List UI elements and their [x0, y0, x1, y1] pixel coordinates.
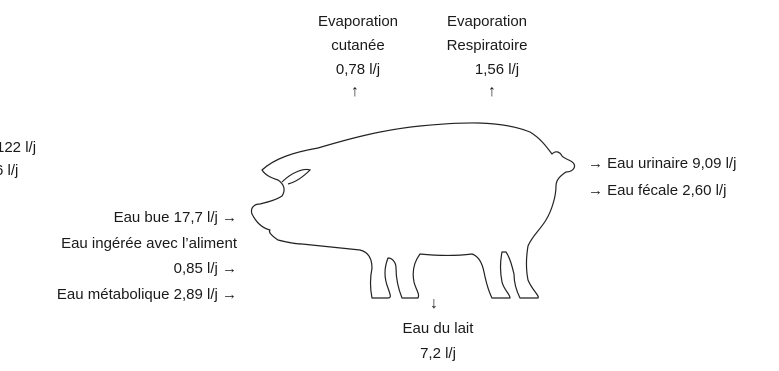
input-ingeree-line1: Eau ingérée avec l’aliment: [61, 235, 237, 252]
up-arrow-icon: ↑: [488, 83, 496, 100]
pig-ear-path: [281, 168, 312, 185]
lait-value: 7,2 l/j: [420, 345, 456, 362]
output-urinaire: → Eau urinaire 9,09 l/j: [588, 153, 736, 175]
input-ingeree-line2: 0,85 l/j →: [174, 258, 237, 280]
right-arrow-icon: →: [588, 155, 603, 172]
fecale-label: Eau fécale 2,60 l/j: [607, 182, 727, 199]
metabolique-label: Eau métabolique 2,89 l/j: [56, 286, 218, 303]
right-arrow-icon: →: [222, 286, 237, 303]
input-metabolique: Eau métabolique 2,89 l/j →: [57, 284, 237, 306]
left-cut-line2: 6 l/j: [0, 162, 19, 179]
output-fecale: → Eau fécale 2,60 l/j: [588, 180, 726, 202]
right-arrow-icon: →: [222, 260, 237, 277]
right-arrow-icon: →: [222, 209, 237, 226]
evap-resp-line2: Respiratoire: [446, 37, 528, 54]
evap-cutanee-line1: Evaporation: [317, 13, 399, 30]
urinaire-label: Eau urinaire 9,09 l/j: [607, 155, 737, 172]
evap-cutanee-line2: cutanée: [331, 37, 385, 54]
input-eau-bue: Eau bue 17,7 l/j →: [114, 207, 237, 229]
lait-label: Eau du lait: [402, 320, 474, 337]
up-arrow-icon: ↑: [351, 83, 359, 100]
pig-body-path: [250, 122, 576, 299]
evap-resp-line1: Evaporation: [446, 13, 528, 30]
ingeree-value: 0,85 l/j: [173, 260, 218, 277]
down-arrow-icon: ↓: [430, 295, 438, 312]
left-cut-line1: 122 l/j: [0, 139, 37, 156]
eau-bue-label: Eau bue 17,7 l/j: [113, 209, 218, 226]
evap-resp-value: 1,56 l/j: [474, 61, 520, 78]
right-arrow-icon: →: [588, 182, 603, 199]
evap-cutanee-value: 0,78 l/j: [335, 61, 381, 78]
